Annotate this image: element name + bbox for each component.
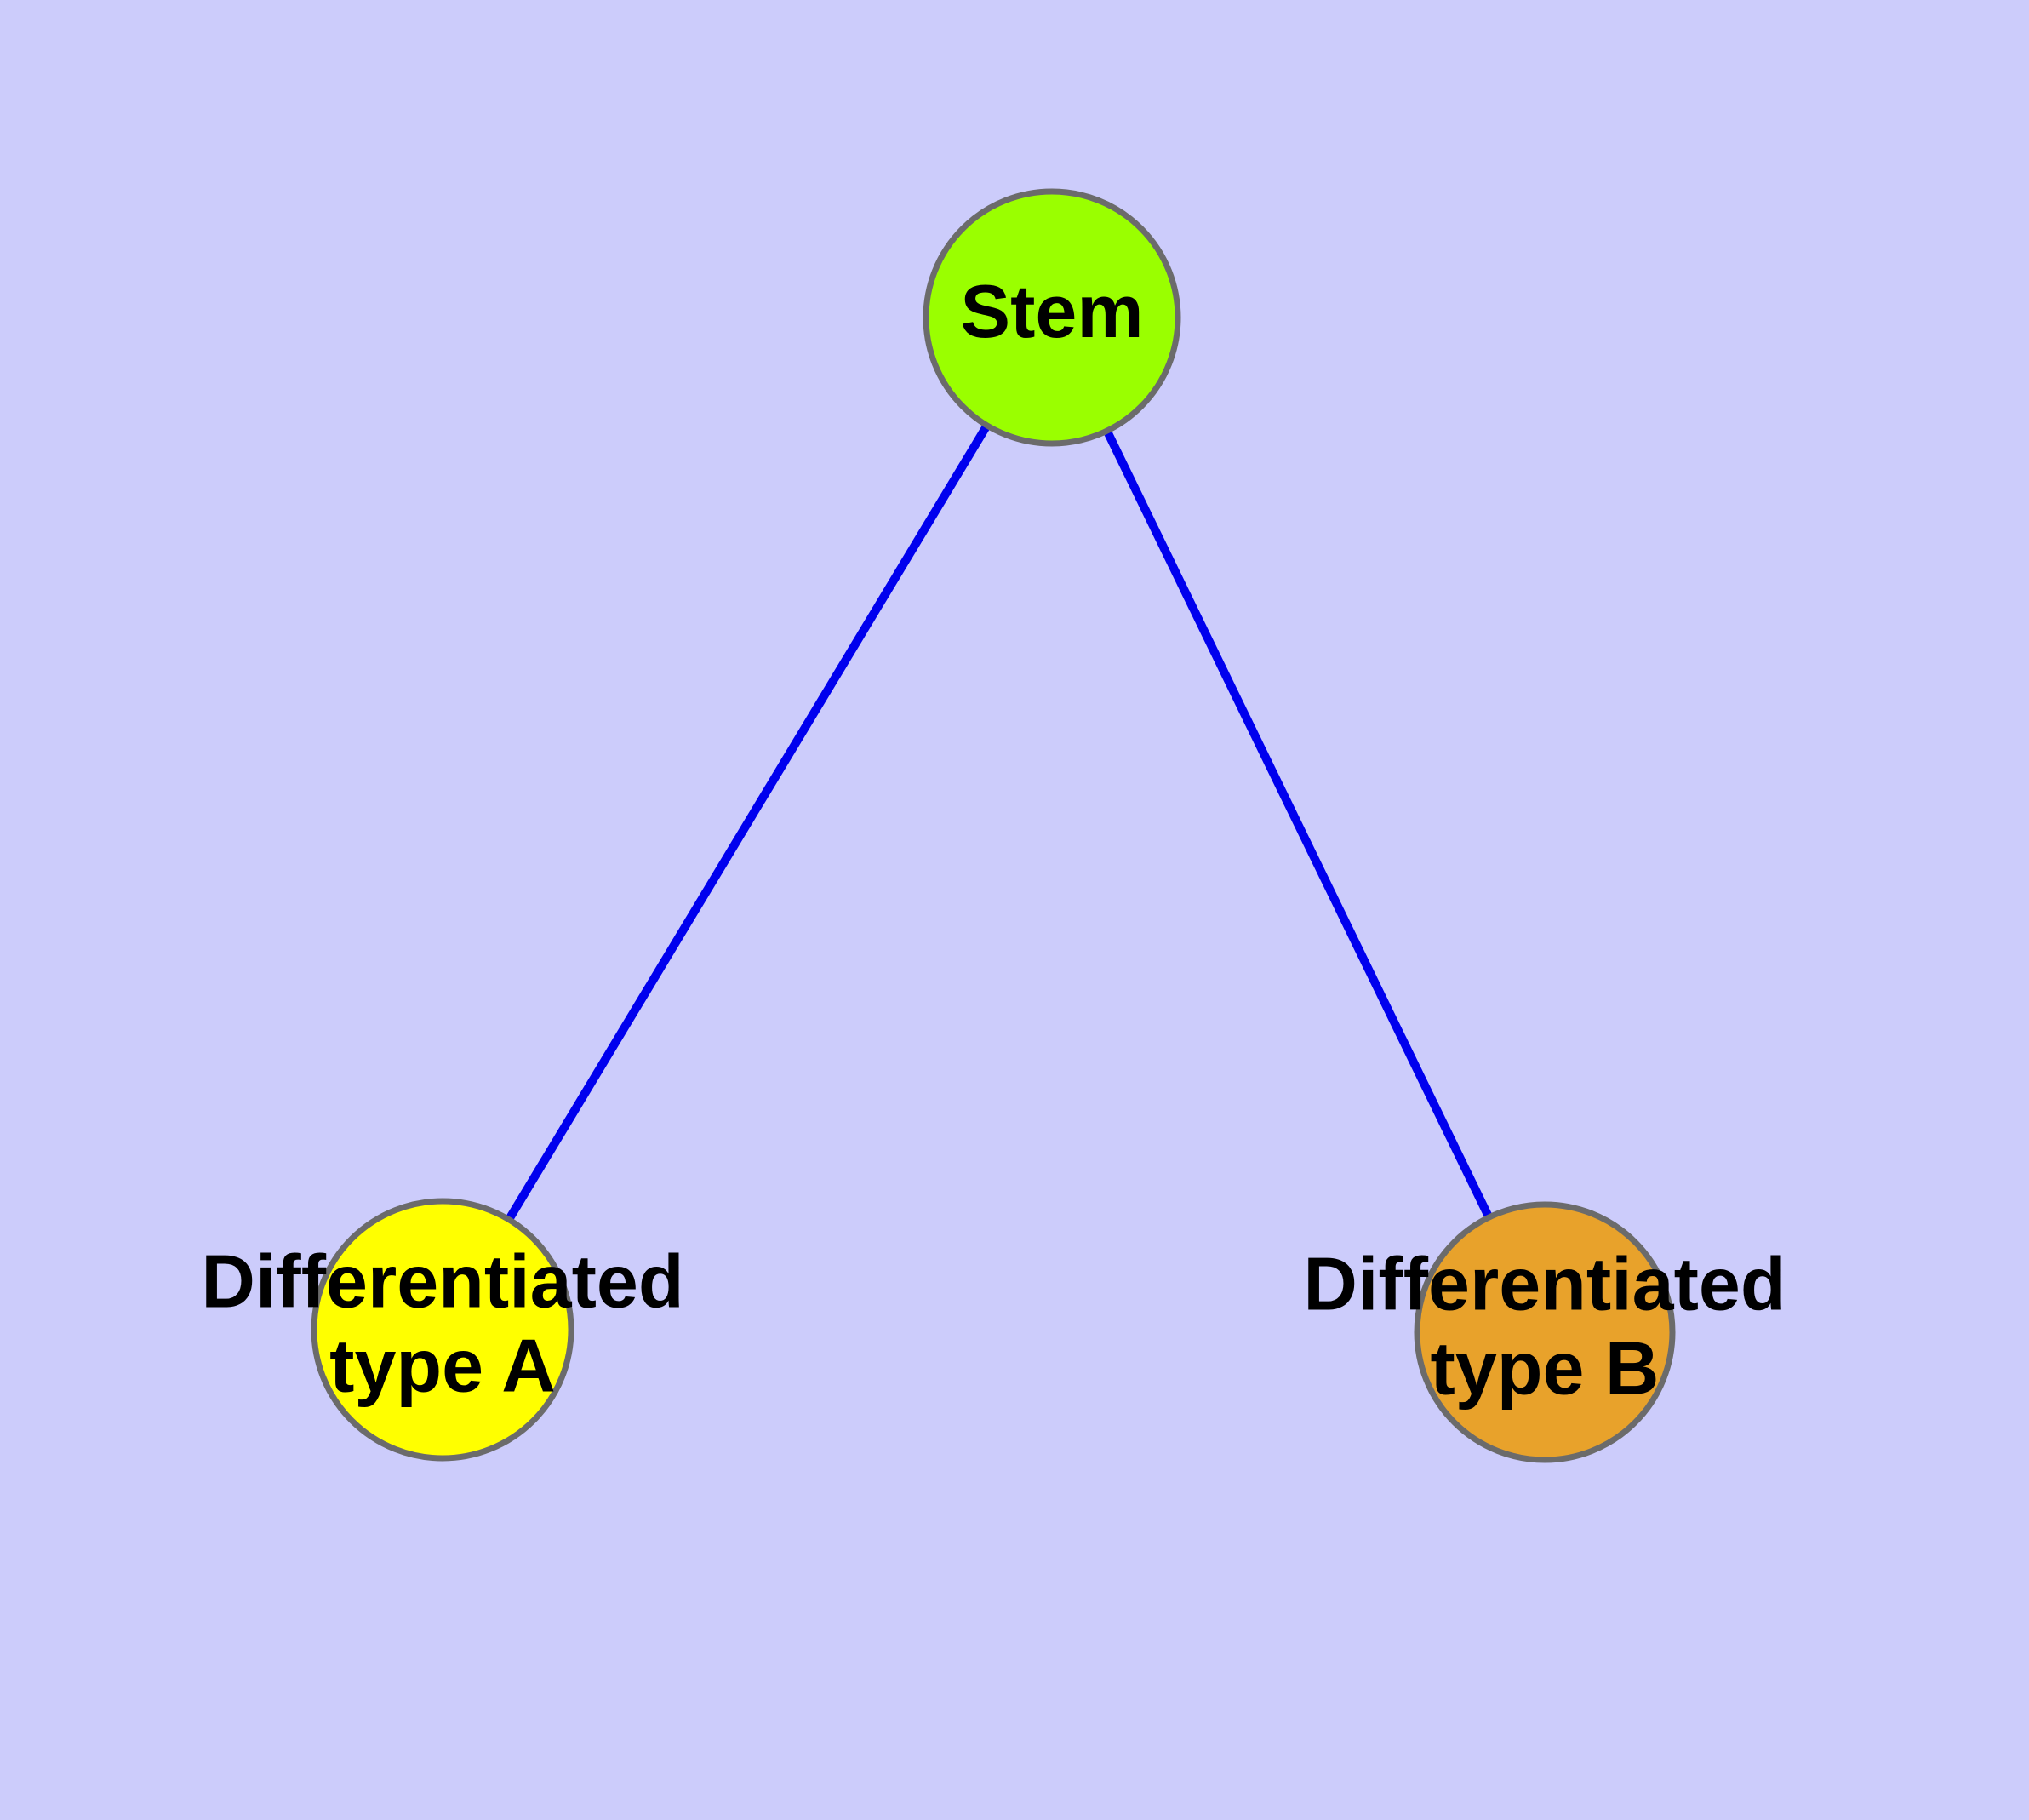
- edges-layer: [438, 315, 1549, 1335]
- nodes-layer: [311, 188, 1676, 1463]
- node-label-line: Stem: [960, 269, 1143, 353]
- graph-edge-stem-to-b[interactable]: [1048, 315, 1549, 1335]
- graph-node-diff_a[interactable]: [311, 1198, 574, 1462]
- graph-node-stem[interactable]: [923, 188, 1181, 447]
- node-label-line: type B: [1431, 1326, 1660, 1411]
- node-label-line: type A: [329, 1324, 556, 1408]
- node-label-line: Differentiated: [201, 1239, 683, 1324]
- node-label-line: Differentiated: [1303, 1242, 1786, 1326]
- node-label-stem: Stem: [960, 269, 1143, 353]
- graph-node-diff_b[interactable]: [1414, 1201, 1676, 1463]
- graph-edge-stem-to-a[interactable]: [438, 315, 1056, 1332]
